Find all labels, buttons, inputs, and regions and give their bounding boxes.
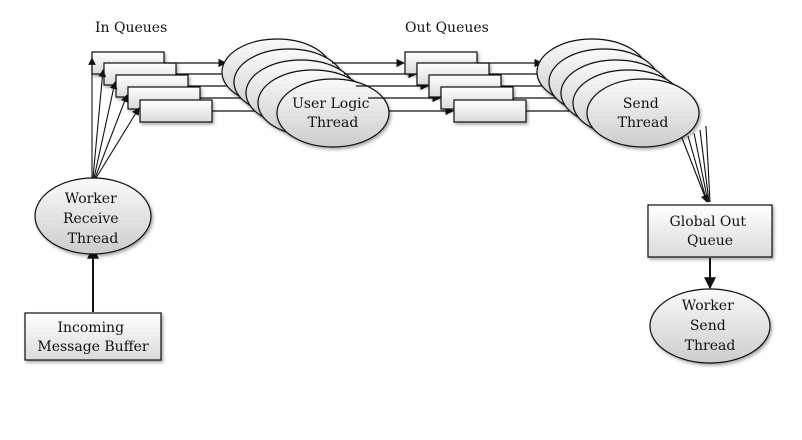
user-logic-thread-label: User Logic Thread <box>292 96 374 131</box>
receive-to-in-queue-arrows <box>88 57 140 179</box>
send-thread-line-1: Send <box>623 96 659 112</box>
user-logic-thread-stack <box>221 38 390 148</box>
send-to-global-arrows <box>681 125 711 203</box>
worker-send-thread-ellipse <box>649 288 771 364</box>
worker-receive-line-3: Thread <box>68 231 119 247</box>
worker-send-thread-label: Worker Send Thread <box>682 298 738 354</box>
incoming-buffer-line-2: Message Buffer <box>37 339 149 355</box>
out-queues-label: Out Queues <box>405 20 489 36</box>
global-out-queue-box <box>647 204 773 258</box>
global-out-queue-line-1: Global Out <box>670 214 747 230</box>
send-thread-stack <box>536 38 700 148</box>
worker-receive-line-2: Receive <box>63 211 119 227</box>
logic-to-out-arrows <box>332 58 454 116</box>
user-logic-thread-ellipse <box>276 78 390 148</box>
incoming-message-buffer-label: Incoming Message Buffer <box>37 320 149 355</box>
global-out-queue-line-2: Queue <box>687 233 733 249</box>
worker-receive-line-1: Worker <box>65 191 117 207</box>
global-out-queue-label: Global Out Queue <box>670 214 751 249</box>
worker-receive-thread-label: Worker Receive Thread <box>63 191 123 247</box>
incoming-buffer-line-1: Incoming <box>57 320 124 336</box>
user-logic-line-2: Thread <box>308 115 359 131</box>
worker-send-line-2: Send <box>690 318 726 334</box>
send-thread-label: Send Thread <box>618 96 669 131</box>
out-queue-stack <box>404 51 527 123</box>
in-queues-label: In Queues <box>95 20 167 36</box>
worker-send-line-3: Thread <box>685 338 736 354</box>
send-thread-ellipse <box>586 78 700 148</box>
incoming-message-buffer-box <box>24 312 162 361</box>
worker-send-line-1: Worker <box>682 298 734 314</box>
user-logic-line-1: User Logic <box>292 96 370 112</box>
send-thread-line-2: Thread <box>618 115 669 131</box>
in-queue-box <box>139 99 213 123</box>
out-queue-box <box>453 99 527 123</box>
